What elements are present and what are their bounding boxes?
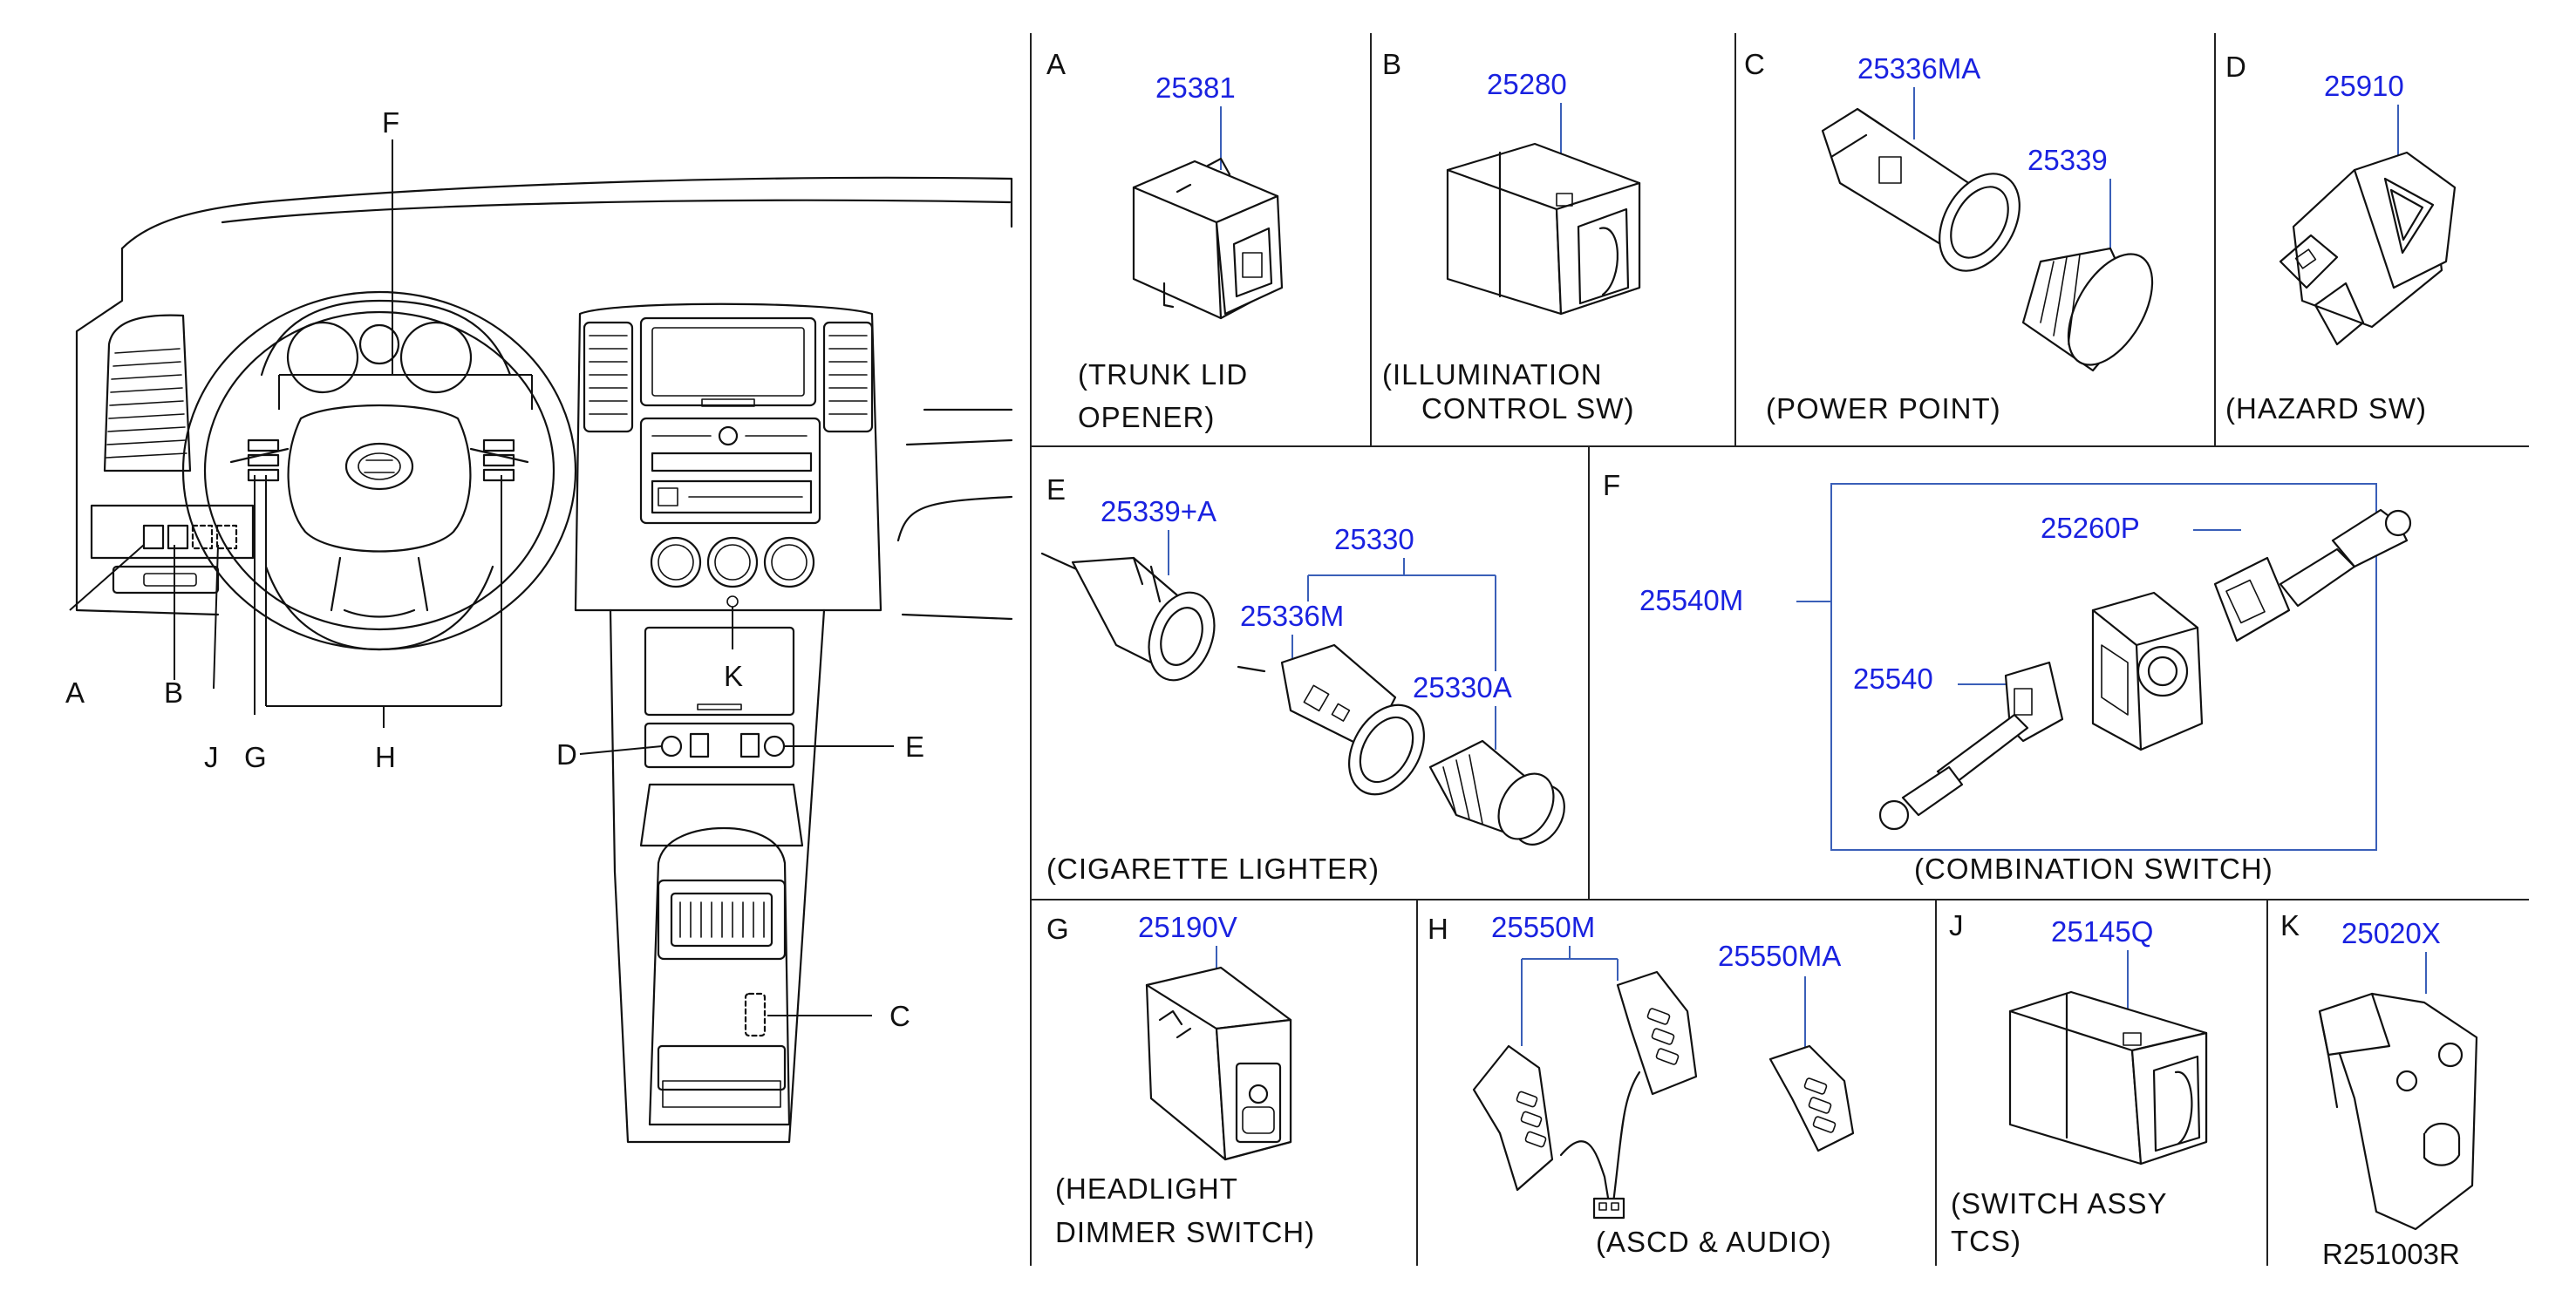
panel-f-part-number-3: 25540 <box>1853 663 1933 695</box>
panel-f: F 25540M 25260P 25540 <box>1603 469 2412 885</box>
dashboard-overview <box>75 176 1013 1144</box>
panel-e-letter: E <box>1046 473 1066 506</box>
asc-audio-switch-separate-drawing <box>1768 1044 1855 1152</box>
illumination-control-switch-drawing <box>1446 142 1641 316</box>
callout-B: B <box>164 676 183 709</box>
panel-j-caption-line1: (SWITCH ASSY <box>1951 1187 2168 1220</box>
callout-C: C <box>889 1000 910 1032</box>
panel-c-caption: (POWER POINT) <box>1766 392 2001 425</box>
panel-a-letter: A <box>1046 48 1066 80</box>
panel-e: E 25339+A 25330 25336M 25330A <box>1040 473 1565 885</box>
panel-c-part-number-2: 25339 <box>2027 144 2108 176</box>
panel-c-part-number-1: 25336MA <box>1857 52 1980 85</box>
tcs-switch-drawing <box>2008 990 2208 1165</box>
cigarette-lighter-knob-drawing <box>1428 739 1565 846</box>
hazard-switch-drawing <box>2279 151 2457 346</box>
power-point-socket-drawing <box>1821 107 2021 272</box>
reference-code: R251003R <box>2322 1238 2460 1270</box>
panel-a: A 25381 (TRUNK LID OPENER) <box>1046 48 1284 433</box>
combination-switch-drawing <box>1878 508 2412 831</box>
panel-e-part-number-2: 25330 <box>1334 523 1414 555</box>
combination-switch-assembly-box <box>1830 483 2377 851</box>
panel-b-caption-line1: (ILLUMINATION <box>1382 358 1603 391</box>
headlight-dimmer-switch-drawing <box>1145 966 1292 1161</box>
overview-callout-labels: F A B J G H K D E C <box>65 106 924 1032</box>
panel-g-part-number: 25190V <box>1138 911 1237 943</box>
panel-e-part-number-4: 25330A <box>1413 671 1512 703</box>
panel-b: B 25280 (ILLUMINATION CONTROL SW) <box>1382 48 1641 425</box>
panel-h-caption: (ASCD & AUDIO) <box>1596 1226 1832 1258</box>
panel-g-caption-line1: (HEADLIGHT <box>1055 1172 1238 1205</box>
trunk-lid-opener-switch-drawing <box>1132 157 1284 320</box>
callout-D: D <box>556 738 577 771</box>
overview-leaders <box>69 139 894 1016</box>
panel-b-letter: B <box>1382 48 1401 80</box>
panel-d-caption: (HAZARD SW) <box>2225 392 2427 425</box>
panel-d-letter: D <box>2225 51 2246 83</box>
panel-j-letter: J <box>1949 909 1964 941</box>
panel-b-part-number: 25280 <box>1487 68 1567 100</box>
panel-d: D 25910 (HAZARD SW) <box>2225 51 2457 425</box>
panel-f-letter: F <box>1603 469 1620 501</box>
panel-grid <box>1030 33 2529 1266</box>
callout-A: A <box>65 676 85 709</box>
asc-audio-switch-left-drawing <box>1472 1044 1554 1192</box>
panel-g-caption-line2: DIMMER SWITCH) <box>1055 1216 1315 1248</box>
panel-h-part-number-2: 25550MA <box>1718 940 1841 972</box>
callout-G: G <box>244 741 267 773</box>
panel-k-letter: K <box>2280 909 2300 941</box>
panel-g: G 25190V (HEADLIGHT DIMMER SWITCH) <box>1046 911 1315 1248</box>
panel-f-part-number-1: 25540M <box>1639 584 1743 616</box>
callout-H: H <box>375 741 396 773</box>
panel-j: J 25145Q (SWITCH ASSY TCS) <box>1949 909 2208 1257</box>
panel-a-caption-line2: OPENER) <box>1078 401 1215 433</box>
asc-audio-switch-right-drawing <box>1616 970 1698 1096</box>
panel-d-part-number: 25910 <box>2324 70 2404 102</box>
panel-h: H 25550M 25550MA <box>1428 911 1855 1258</box>
panel-e-caption: (CIGARETTE LIGHTER) <box>1046 853 1380 885</box>
panel-a-caption-line1: (TRUNK LID <box>1078 358 1248 391</box>
panel-f-caption: (COMBINATION SWITCH) <box>1914 853 2273 885</box>
panel-f-part-number-2: 25260P <box>2041 512 2140 544</box>
callout-K: K <box>724 660 743 692</box>
panel-a-part-number: 25381 <box>1155 71 1236 104</box>
panel-j-caption-line2: TCS) <box>1951 1225 2021 1257</box>
callout-F: F <box>382 106 399 139</box>
panel-j-part-number: 25145Q <box>2051 915 2153 948</box>
cigarette-lighter-body-drawing <box>1237 643 1425 796</box>
callout-E: E <box>905 731 924 763</box>
panel-h-part-number-1: 25550M <box>1491 911 1595 943</box>
panel-c-letter: C <box>1744 48 1765 80</box>
security-indicator-drawing <box>2318 992 2478 1231</box>
callout-J: J <box>204 741 219 773</box>
panel-k: K 25020X R251003R <box>2280 909 2478 1270</box>
asc-audio-harness-drawing <box>1559 1070 1641 1220</box>
panel-c: C 25336MA 25339 (POWER POINT) <box>1744 48 2154 425</box>
cigarette-lighter-socket-drawing <box>1040 552 1216 682</box>
panel-e-part-number-1: 25339+A <box>1101 495 1216 527</box>
panel-k-part-number: 25020X <box>2341 917 2441 949</box>
panel-g-letter: G <box>1046 913 1069 945</box>
panel-h-letter: H <box>1428 913 1448 945</box>
panel-b-caption-line2: CONTROL SW) <box>1421 392 1634 425</box>
power-point-cap-drawing <box>2021 247 2154 372</box>
panel-e-part-number-3: 25336M <box>1240 600 1344 632</box>
